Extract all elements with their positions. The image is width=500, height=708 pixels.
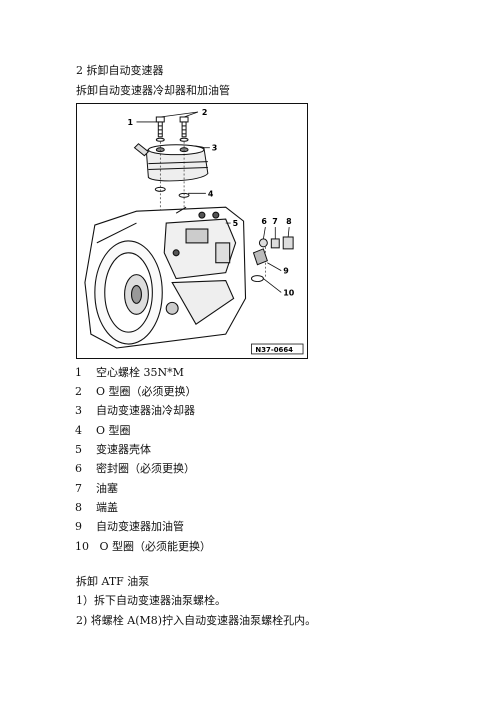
- callout-3: 3: [212, 144, 218, 153]
- callout-9: 9: [283, 267, 289, 276]
- oil-cooler-shape: [133, 143, 209, 182]
- callout-8: 8: [286, 217, 292, 226]
- callout-1: 1: [128, 118, 134, 127]
- step-2: 2) 将螺栓 A(M8)拧入自动变速器油泵螺栓孔内。: [76, 614, 317, 627]
- callout-7: 7: [272, 217, 278, 226]
- subheading: 拆卸自动变速器冷却器和加油管: [76, 84, 230, 97]
- callout-10: 10: [283, 288, 295, 297]
- figure-code: N37-0664: [255, 346, 293, 354]
- section-heading: 2 拆卸自动变速器: [76, 64, 164, 77]
- transmission-drawing: 1 2 3 4 5 6 7 8 9 10 N37-0664: [84, 108, 304, 355]
- callout-6: 6: [261, 217, 267, 226]
- filler-parts-shape: [250, 236, 294, 283]
- transmission-housing-shape: [84, 206, 247, 349]
- list-item: 10 O 型圈（必须能更换）: [75, 540, 212, 553]
- callout-4: 4: [208, 189, 214, 198]
- hollow-bolt-left: [155, 116, 165, 138]
- exploded-diagram: 1 2 3 4 5 6 7 8 9 10 N37-0664: [76, 103, 308, 359]
- callout-5: 5: [233, 219, 239, 228]
- hollow-bolt-right: [179, 116, 189, 138]
- step-1: 1）拆下自动变速器油泵螺栓。: [76, 594, 226, 607]
- callout-labels: 1 2 3 4 5 6 7 8 9 10: [128, 108, 295, 297]
- pump-heading: 拆卸 ATF 油泵: [76, 575, 150, 588]
- callout-2: 2: [202, 108, 208, 117]
